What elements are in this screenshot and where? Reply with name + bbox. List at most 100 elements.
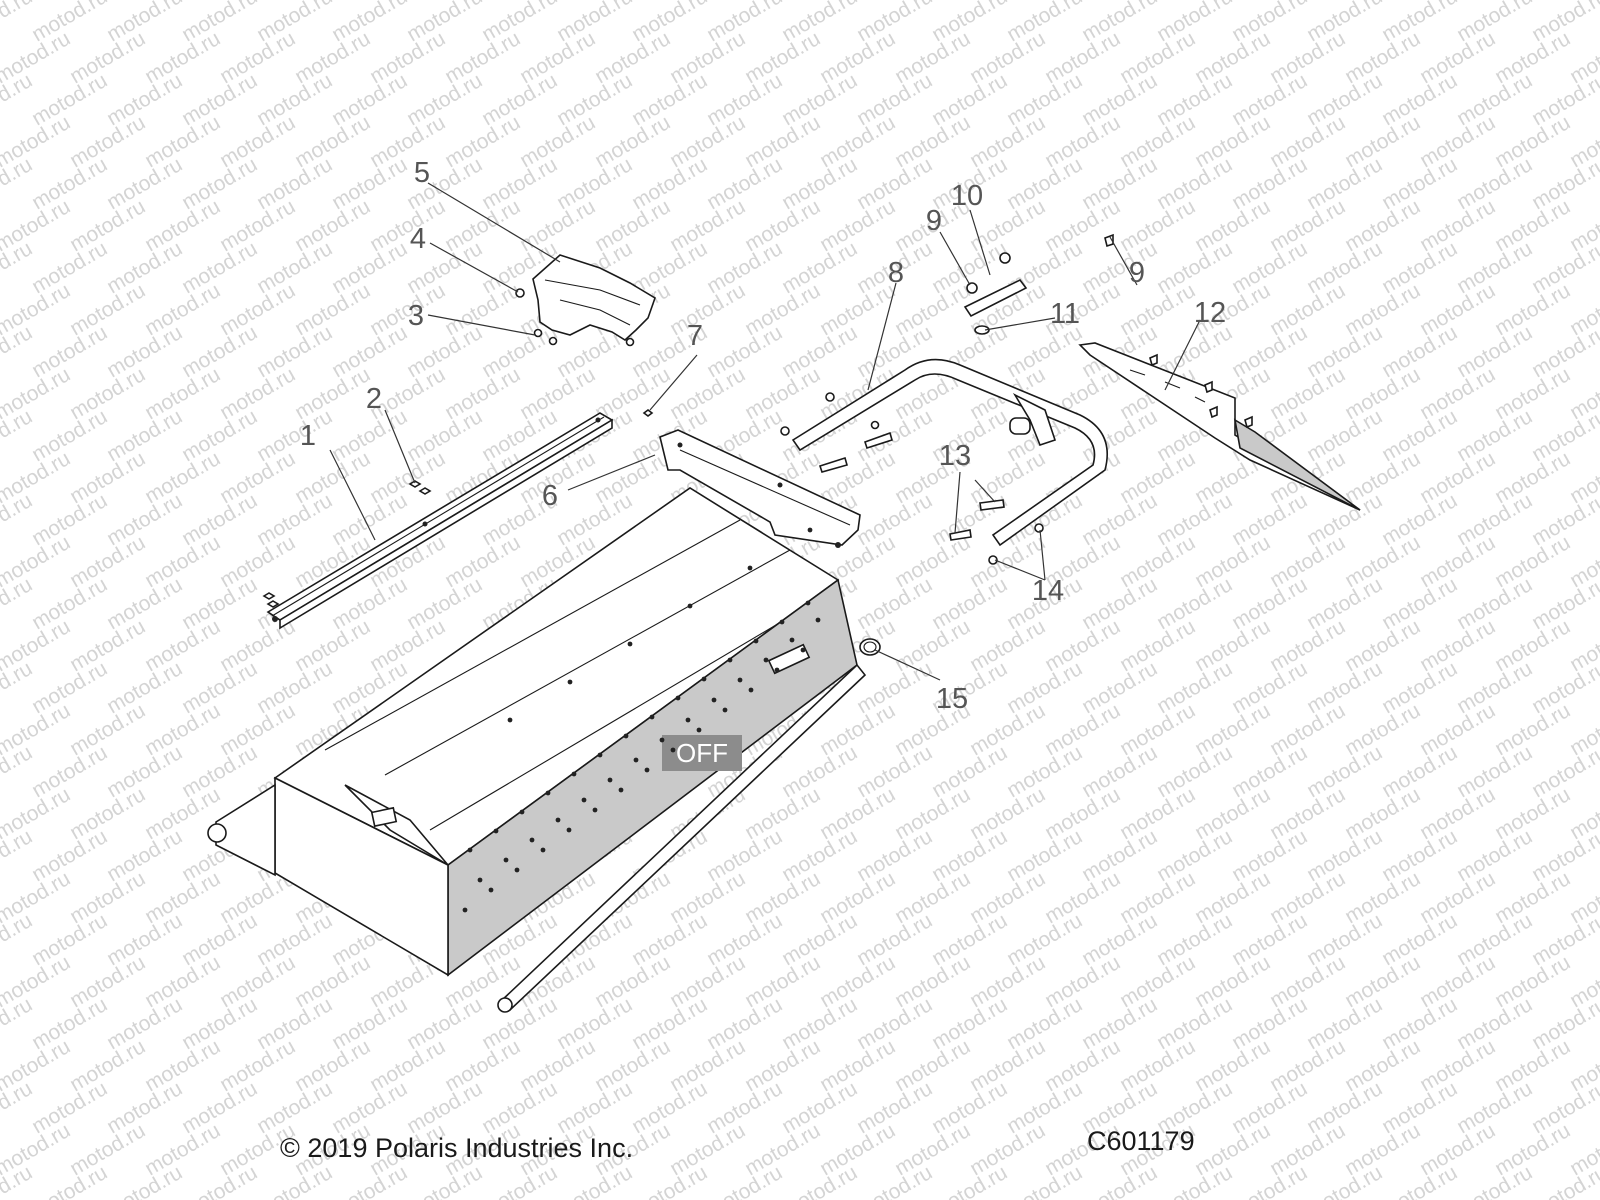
watermark-text: motod.ru xyxy=(103,405,186,466)
watermark-text: motod.ru xyxy=(628,993,711,1054)
watermark-text: motod.ru xyxy=(1153,489,1236,550)
watermark-text: motod.ru xyxy=(928,1077,1011,1138)
rivet-hole xyxy=(737,677,743,683)
part-13-14-fasteners xyxy=(949,499,1044,565)
watermark-text: motod.ru xyxy=(478,993,561,1054)
rivet-hole xyxy=(727,657,733,663)
watermark-text: motod.ru xyxy=(253,321,336,382)
part-5-cover xyxy=(515,254,656,347)
watermark-text: motod.ru xyxy=(28,741,111,802)
watermark-text: motod.ru xyxy=(1378,909,1461,970)
rivet-hole xyxy=(545,790,551,796)
watermark-text: motod.ru xyxy=(778,741,861,802)
watermark-text: motod.ru xyxy=(1003,825,1086,886)
watermark-text: motod.ru xyxy=(328,1077,411,1138)
callout-1: 1 xyxy=(300,420,316,452)
watermark-text: motod.ru xyxy=(1453,909,1536,970)
rivet-hole xyxy=(514,867,520,873)
watermark-text: motod.ru xyxy=(1378,237,1461,298)
watermark-text: motod.ru xyxy=(1078,489,1161,550)
watermark-text: motod.ru xyxy=(1153,573,1236,634)
watermark-text: motod.ru xyxy=(628,909,711,970)
watermark-text: motod.ru xyxy=(1453,657,1536,718)
watermark-text: motod.ru xyxy=(1078,993,1161,1054)
callout-5: 5 xyxy=(414,157,430,189)
watermark-text: motod.ru xyxy=(1453,993,1536,1054)
watermark-text: motod.ru xyxy=(328,237,411,298)
watermark-text: motod.ru xyxy=(703,237,786,298)
rivet-hole xyxy=(789,637,795,643)
watermark-text: motod.ru xyxy=(1453,405,1536,466)
watermark-text: motod.ru xyxy=(1003,1077,1086,1138)
watermark-text: motod.ru xyxy=(28,657,111,718)
rivet-hole xyxy=(675,695,681,701)
part-6-bracket xyxy=(642,409,861,548)
watermark-text: motod.ru xyxy=(1003,321,1086,382)
watermark-text: motod.ru xyxy=(103,993,186,1054)
part-8-grab-bar xyxy=(791,358,1109,547)
watermark-text: motod.ru xyxy=(1078,237,1161,298)
watermark-text: motod.ru xyxy=(1153,657,1236,718)
watermark-text: motod.ru xyxy=(1453,825,1536,886)
watermark-text: motod.ru xyxy=(778,69,861,130)
watermark-text: motod.ru xyxy=(478,321,561,382)
watermark-text: motod.ru xyxy=(703,1077,786,1138)
watermark-text: motod.ru xyxy=(1453,489,1536,550)
watermark-text: motod.ru xyxy=(553,993,636,1054)
callout-14: 14 xyxy=(1032,575,1064,607)
watermark-text: motod.ru xyxy=(1378,489,1461,550)
watermark-text: motod.ru xyxy=(103,573,186,634)
rivet-hole xyxy=(540,847,546,853)
callout-2: 2 xyxy=(366,383,382,415)
watermark-text: motod.ru xyxy=(1228,741,1311,802)
watermark-text: motod.ru xyxy=(253,657,336,718)
watermark-text: motod.ru xyxy=(928,909,1011,970)
rivet-hole xyxy=(701,676,707,682)
watermark-text: motod.ru xyxy=(1003,69,1086,130)
watermark-text: motod.ru xyxy=(178,993,261,1054)
watermark-text: motod.ru xyxy=(403,993,486,1054)
watermark-text: motod.ru xyxy=(1003,153,1086,214)
watermark-text: motod.ru xyxy=(853,69,936,130)
callout-4: 4 xyxy=(410,223,426,255)
watermark-text: motod.ru xyxy=(553,1077,636,1138)
watermark-text: motod.ru xyxy=(1528,1161,1600,1200)
rivet-hole xyxy=(597,752,603,758)
watermark-text: motod.ru xyxy=(1228,153,1311,214)
watermark-text: motod.ru xyxy=(1303,741,1386,802)
watermark-text: motod.ru xyxy=(403,573,486,634)
watermark-text: motod.ru xyxy=(1153,909,1236,970)
rivet-hole xyxy=(555,817,561,823)
watermark-text: motod.ru xyxy=(1153,153,1236,214)
rivet-hole xyxy=(815,617,821,623)
watermark-text: motod.ru xyxy=(1003,993,1086,1054)
watermark-text: motod.ru xyxy=(778,237,861,298)
watermark-text: motod.ru xyxy=(28,993,111,1054)
watermark-text: motod.ru xyxy=(778,825,861,886)
rivet-hole xyxy=(753,638,759,644)
rivet-hole xyxy=(687,603,693,609)
watermark-text: motod.ru xyxy=(103,741,186,802)
watermark-text: motod.ru xyxy=(253,237,336,298)
watermark-text: motod.ru xyxy=(1453,237,1536,298)
watermark-text: motod.ru xyxy=(253,405,336,466)
watermark-text: motod.ru xyxy=(178,69,261,130)
rivet-hole xyxy=(462,907,468,913)
watermark-text: motod.ru xyxy=(1153,825,1236,886)
callout-12: 12 xyxy=(1194,297,1226,329)
watermark-text: motod.ru xyxy=(1303,1077,1386,1138)
watermark-text: motod.ru xyxy=(253,69,336,130)
off-stamp: OFF xyxy=(676,738,728,768)
watermark-text: motod.ru xyxy=(1003,909,1086,970)
watermark-text: motod.ru xyxy=(103,1077,186,1138)
watermark-text: motod.ru xyxy=(1303,69,1386,130)
rivet-hole xyxy=(488,887,494,893)
rivet-hole xyxy=(774,667,780,673)
rivet-hole xyxy=(659,737,665,743)
watermark-text: motod.ru xyxy=(853,1077,936,1138)
watermark-text: motod.ru xyxy=(703,825,786,886)
rivet-hole xyxy=(623,733,629,739)
rivet-hole xyxy=(566,827,572,833)
watermark-text: motod.ru xyxy=(1078,573,1161,634)
rivet-hole xyxy=(670,747,676,753)
